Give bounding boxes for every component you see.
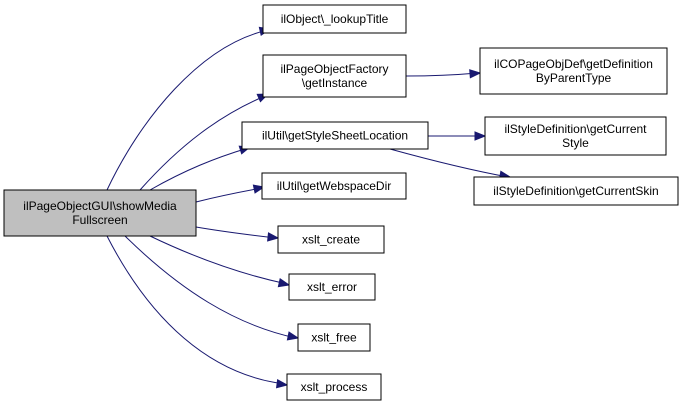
edge-styleSheet-to-currentStyle — [428, 131, 487, 141]
edge-line — [195, 226, 277, 239]
node-label-line: Fullscreen — [72, 213, 127, 227]
node-label-line: ilStyleDefinition\getCurrentSkin — [493, 184, 658, 198]
edge-line — [149, 235, 288, 285]
edge-line — [389, 148, 509, 178]
node-xslt_process[interactable]: xslt_process — [286, 373, 382, 401]
edge-line — [405, 72, 479, 77]
node-box — [262, 4, 407, 34]
node-box — [479, 47, 668, 95]
node-box — [3, 189, 197, 237]
edge-root-to-xslt_process — [106, 235, 289, 389]
node-label-line: ilStyleDefinition\getCurrent — [504, 122, 647, 136]
arrowhead — [267, 232, 280, 242]
arrowhead — [252, 184, 266, 194]
node-box — [262, 54, 407, 98]
node-label-line: ilCOPageObjDef\getDefinition — [494, 57, 653, 71]
node-label-line: ilUtil\getStyleSheetLocation — [262, 129, 408, 143]
node-label-line: ilPageObjectGUI\showMedia — [23, 199, 177, 213]
edge-root-to-webspace — [195, 184, 266, 203]
arrowhead — [275, 378, 289, 389]
arrowhead — [474, 131, 487, 141]
node-factory[interactable]: ilPageObjectFactory\getInstance — [262, 54, 407, 98]
node-label-line: \getInstance — [302, 76, 368, 90]
node-xslt_error[interactable]: xslt_error — [288, 273, 376, 301]
edge-root-to-xslt_error — [149, 235, 291, 288]
node-xslt_free[interactable]: xslt_free — [297, 323, 371, 352]
node-box — [288, 273, 376, 301]
node-label-line: xslt_process — [301, 380, 368, 394]
node-xslt_create[interactable]: xslt_create — [277, 225, 385, 254]
node-styleSheet[interactable]: ilUtil\getStyleSheetLocation — [241, 121, 429, 150]
arrowhead — [286, 331, 300, 341]
edge-root-to-styleSheet — [149, 145, 252, 191]
node-label-line: ByParentType — [536, 71, 612, 85]
node-box — [286, 373, 382, 401]
arrowhead — [277, 278, 291, 288]
edge-line — [106, 235, 286, 385]
edge-line — [139, 95, 266, 191]
edge-line — [149, 147, 249, 191]
arrowhead — [469, 69, 482, 79]
node-box — [241, 121, 429, 150]
node-label-line: ilPageObjectFactory — [280, 62, 388, 76]
edge-factory-to-getDefinition — [405, 69, 482, 79]
edge-root-to-xslt_free — [124, 235, 300, 341]
edge-root-to-lookupTitle — [106, 26, 272, 191]
edge-line — [124, 235, 297, 339]
node-label-line: ilObject\_lookupTitle — [281, 12, 389, 26]
edge-line — [195, 187, 263, 203]
node-label-line: xslt_create — [302, 233, 360, 247]
node-label-line: xslt_error — [307, 280, 357, 294]
edge-line — [106, 29, 269, 191]
edge-root-to-xslt_create — [195, 226, 280, 242]
node-label-line: Style — [562, 136, 589, 150]
node-box — [297, 323, 371, 352]
node-label-line: xslt_free — [311, 331, 357, 345]
node-box — [261, 172, 407, 200]
node-box — [473, 176, 679, 206]
node-lookupTitle[interactable]: ilObject\_lookupTitle — [262, 4, 407, 34]
node-label-line: ilUtil\getWebspaceDir — [277, 179, 392, 193]
node-webspace[interactable]: ilUtil\getWebspaceDir — [261, 172, 407, 200]
node-box — [484, 116, 667, 156]
node-box — [277, 225, 385, 254]
node-currentSkin[interactable]: ilStyleDefinition\getCurrentSkin — [473, 176, 679, 206]
